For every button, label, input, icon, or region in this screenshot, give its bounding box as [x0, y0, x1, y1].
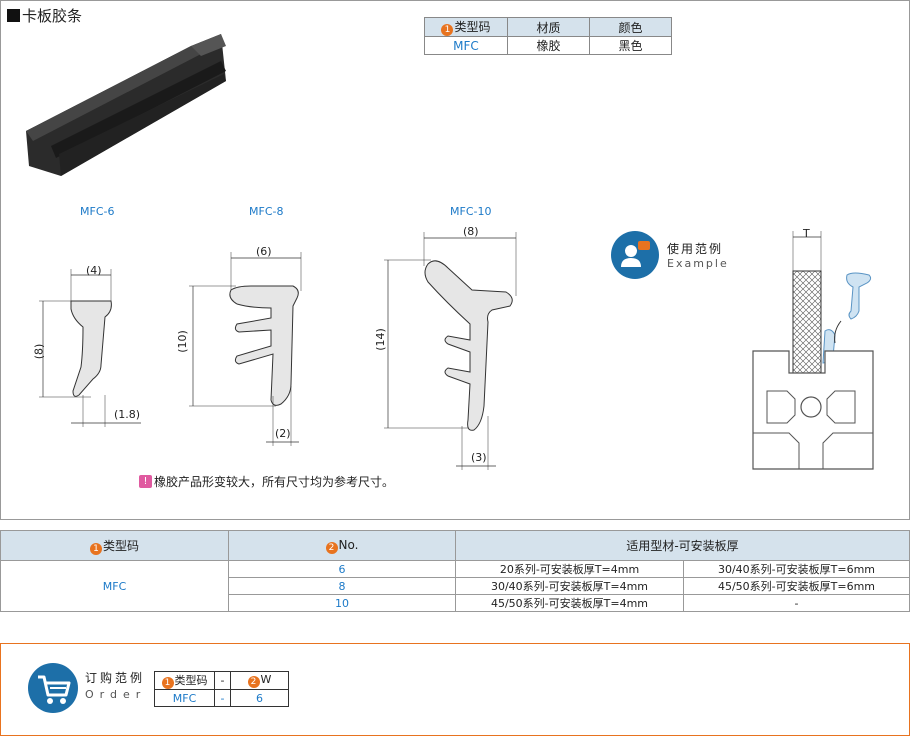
cell-thickness-a: 45/50系列-可安装板厚T=4mm — [455, 594, 684, 612]
square-icon — [7, 9, 20, 22]
cell-thickness-a: 30/40系列-可安装板厚T=4mm — [455, 577, 684, 595]
spec-cell-color: 黑色 — [589, 36, 672, 55]
cell-thickness-b: - — [683, 594, 910, 612]
person-question-icon — [611, 231, 659, 279]
cell-no: 6 — [228, 560, 456, 578]
order-title: 订购范例 — [85, 671, 146, 685]
dim-mfc8-height: (10) — [175, 330, 189, 353]
number-2-icon: 2 — [325, 541, 338, 554]
usage-example-header: 使用范例 Example — [611, 231, 729, 279]
spec-header-color: 颜色 — [589, 17, 672, 37]
dim-mfc10-height: (14) — [373, 328, 387, 351]
profile-drawing-mfc8 — [189, 252, 302, 446]
number-1-icon: 1 — [89, 542, 102, 555]
dim-mfc6-thickness: (1.8) — [114, 408, 141, 421]
profile-drawing-mfc6 — [39, 269, 141, 427]
profile-drawing-mfc10 — [384, 232, 517, 470]
cell-thickness-b: 45/50系列-可安装板厚T=6mm — [683, 577, 910, 595]
table-row: 10 45/50系列-可安装板厚T=4mm - — [1, 594, 910, 612]
spec-cell-type: MFC — [424, 36, 508, 55]
table-row: MFC 6 20系列-可安装板厚T=4mm 30/40系列-可安装板厚T=6mm — [0, 560, 910, 612]
dim-mfc6-height: (8) — [32, 343, 46, 360]
dim-mfc10-width: (8) — [463, 225, 479, 238]
page-title: 卡板胶条 — [7, 5, 82, 26]
spec-cell-material: 橡胶 — [507, 36, 590, 55]
number-1-icon: 1 — [441, 24, 454, 36]
number-2-icon: 2 — [247, 676, 260, 688]
profile-label-mfc8: MFC-8 — [249, 205, 284, 218]
number-1-icon: 1 — [161, 677, 174, 689]
profile-label-mfc6: MFC-6 — [80, 205, 115, 218]
warning-icon: ! — [139, 475, 152, 488]
cell-no: 8 — [228, 577, 456, 595]
cell-no: 10 — [228, 594, 456, 612]
order-subtitle: Order — [85, 688, 147, 701]
dim-mfc8-thickness: (2) — [275, 427, 291, 440]
order-header-dash: - — [214, 671, 231, 690]
cell-thickness-a: 20系列-可安装板厚T=4mm — [455, 560, 684, 578]
profile-label-mfc10: MFC-10 — [450, 205, 492, 218]
dim-mfc8-width: (6) — [256, 245, 272, 258]
usage-t-label: T — [803, 227, 810, 240]
spec-header-material: 材质 — [507, 17, 590, 37]
cell-thickness-b: 30/40系列-可安装板厚T=6mm — [683, 560, 910, 578]
dim-mfc6-width: (4) — [86, 264, 102, 277]
table-row: 8 30/40系列-可安装板厚T=4mm 45/50系列-可安装板厚T=6mm — [1, 577, 910, 595]
order-value-dash: - — [214, 689, 231, 707]
header-applicable: 适用型材-可安装板厚 — [455, 530, 910, 561]
usage-title: 使用范例 — [667, 242, 724, 256]
usage-subtitle: Example — [667, 257, 729, 270]
product-photo — [26, 34, 226, 176]
dim-mfc10-thickness: (3) — [471, 451, 487, 464]
order-value-w: 6 — [230, 689, 289, 707]
usage-example-drawing — [752, 231, 874, 470]
order-value-type: MFC — [154, 689, 215, 707]
cell-type-code: MFC — [0, 560, 229, 612]
reference-note: ! 橡胶产品形变较大，所有尺寸均为参考尺寸。 — [139, 473, 394, 490]
cart-icon — [28, 663, 78, 713]
